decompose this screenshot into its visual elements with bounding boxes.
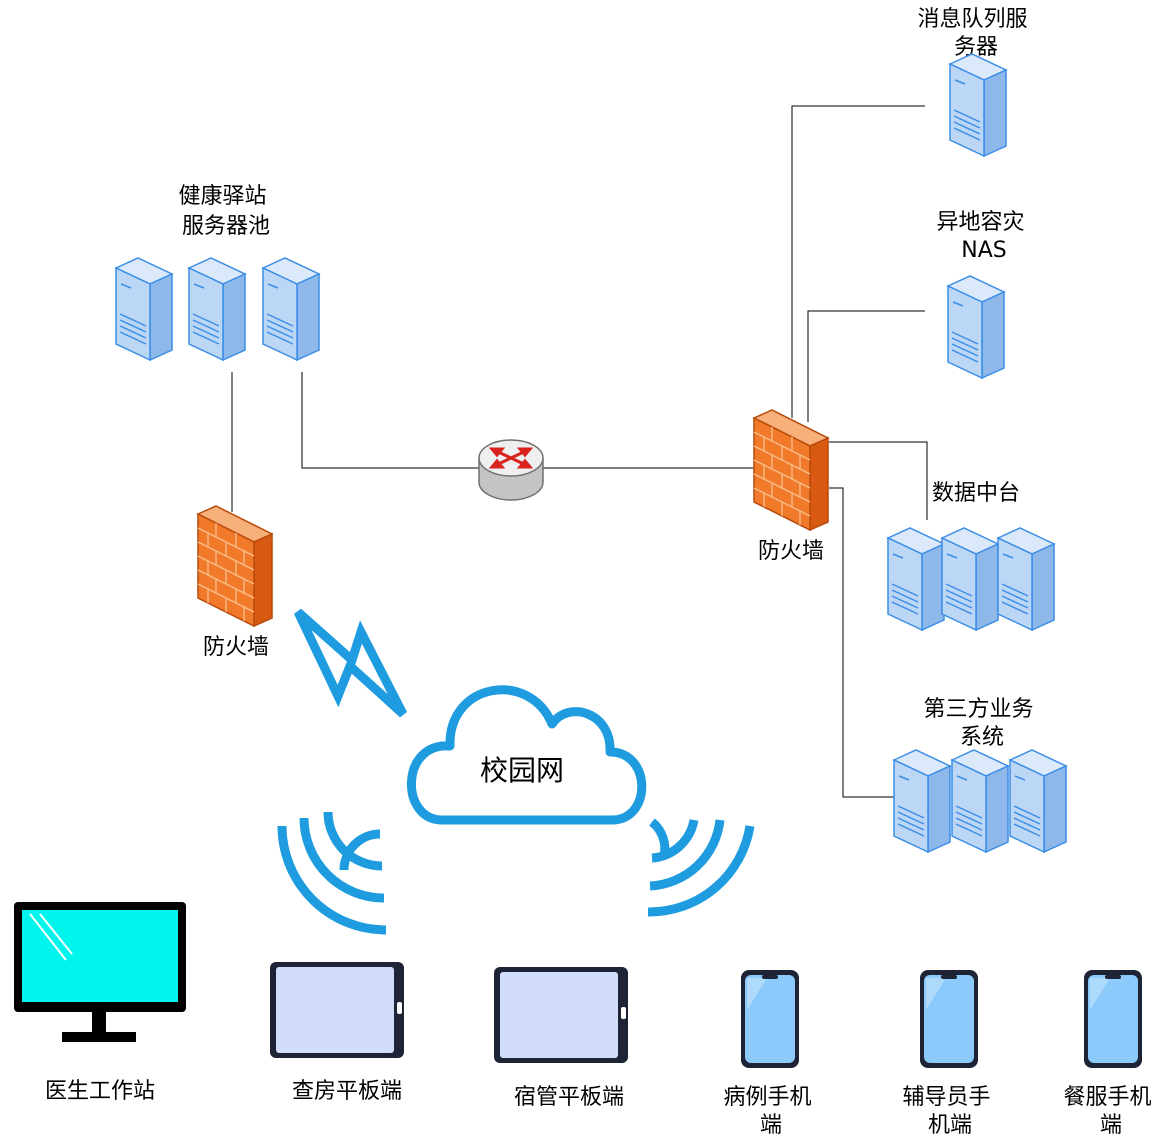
health-server-pool-label: 健康驿站 服务器池 [178, 184, 273, 239]
wire-firewall-datacenter [829, 441, 928, 520]
campus-network-label: 校园网 [480, 754, 564, 787]
server-icon [1009, 749, 1067, 853]
wifi-signal-right-icon [647, 818, 755, 917]
catering-phone-label: 餐服手机 端 [1063, 1085, 1158, 1138]
server-icon [262, 257, 320, 361]
cloud-icon [407, 685, 647, 825]
third-party-systems: 第三方业务 系统 [893, 697, 1067, 853]
server-icon [887, 527, 945, 631]
wire-firewall-nas [807, 310, 925, 422]
server-icon [997, 527, 1055, 631]
catering-phone: 餐服手机 端 [1063, 970, 1158, 1138]
monitor-icon [14, 902, 186, 1042]
tablet-icon [494, 967, 628, 1063]
wifi-signal-left-icon [277, 811, 387, 935]
firewall-icon [197, 505, 273, 627]
health-server-pool: 健康驿站 服务器池 [115, 184, 320, 361]
server-icon [893, 749, 951, 853]
ward-round-tablet-label: 查房平板端 [292, 1079, 402, 1104]
server-icon [947, 275, 1005, 379]
message-queue-server-label: 消息队列服 务器 [917, 7, 1034, 60]
server-icon [951, 749, 1009, 853]
wire-firewall-thirdparty [829, 487, 895, 798]
wire-firewall-mq [791, 105, 925, 418]
server-icon [949, 53, 1007, 157]
counselor-phone-label: 辅导员手 机端 [902, 1085, 997, 1138]
phone-icon [741, 970, 799, 1068]
router-arrows-icon [488, 447, 534, 469]
message-queue-server: 消息队列服 务器 [917, 7, 1034, 157]
phone-icon [1084, 970, 1142, 1068]
doctor-workstation: 医生工作站 [14, 902, 186, 1104]
remote-disaster-nas: 异地容灾 NAS [936, 210, 1031, 379]
phone-icon [920, 970, 978, 1068]
third-party-systems-label: 第三方业务 系统 [923, 697, 1040, 750]
ward-round-tablet: 查房平板端 [270, 962, 404, 1104]
connection-lines [231, 105, 928, 798]
campus-network-cloud: 校园网 [407, 685, 647, 825]
case-phone-label: 病例手机 端 [723, 1085, 818, 1138]
case-phone: 病例手机 端 [723, 970, 818, 1138]
data-center-label: 数据中台 [932, 481, 1020, 506]
doctor-workstation-label: 医生工作站 [45, 1079, 155, 1104]
firewall-right: 防火墙 [753, 409, 829, 564]
counselor-phone: 辅导员手 机端 [902, 970, 997, 1138]
wire-pool-router [301, 372, 480, 469]
server-icon [941, 527, 999, 631]
data-center: 数据中台 [887, 481, 1055, 631]
lightning-bolt-icon [293, 608, 408, 718]
firewall-left: 防火墙 [197, 505, 273, 660]
dorm-tablet-label: 宿管平板端 [514, 1085, 624, 1110]
firewall-right-label: 防火墙 [758, 539, 824, 564]
dorm-tablet: 宿管平板端 [494, 967, 628, 1110]
firewall-left-label: 防火墙 [203, 635, 269, 660]
remote-disaster-nas-label: 异地容灾 NAS [936, 210, 1031, 263]
server-icon [188, 257, 246, 361]
server-icon [115, 257, 173, 361]
firewall-icon [753, 409, 829, 531]
tablet-icon [270, 962, 404, 1058]
router [478, 439, 544, 501]
